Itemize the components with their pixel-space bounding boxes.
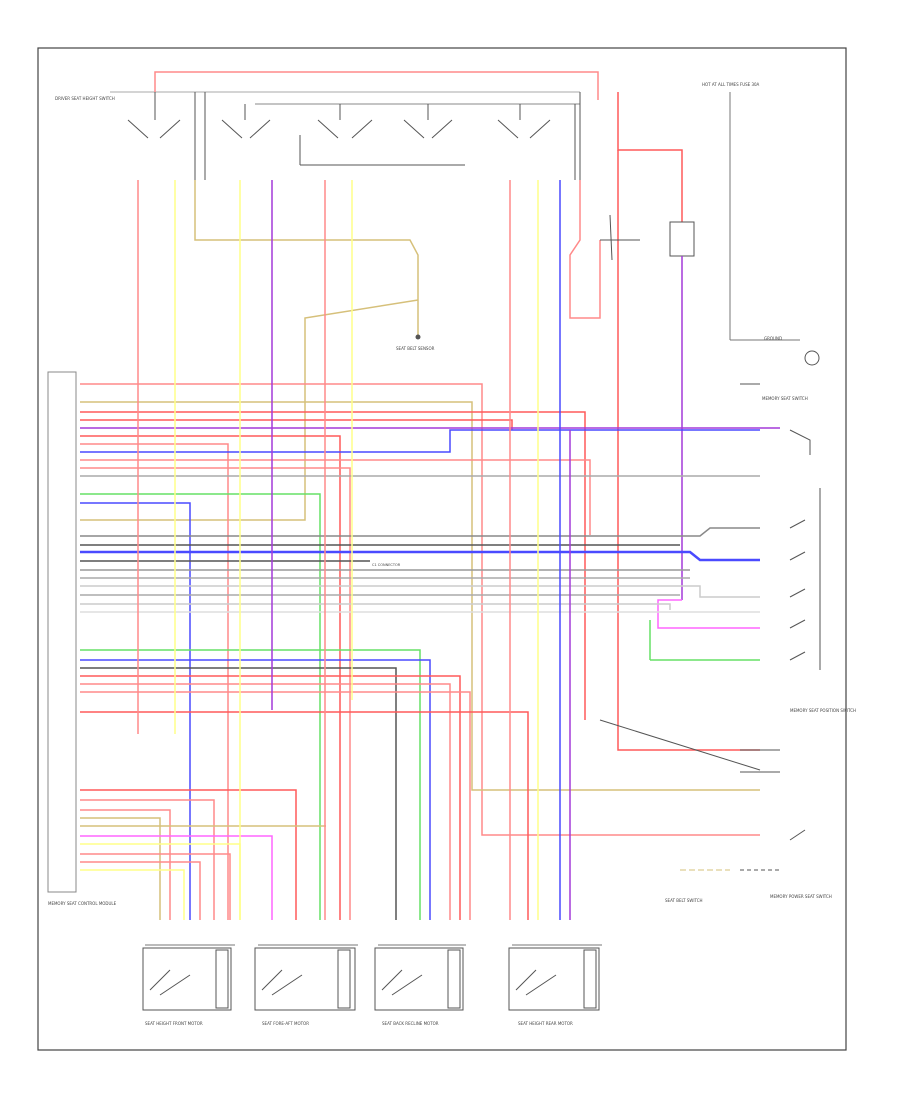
motor-recline-label: SEAT BACK RECLINE MOTOR xyxy=(382,1021,439,1026)
motor-rear-height-label: SEAT HEIGHT REAR MOTOR xyxy=(518,1021,573,1026)
motor-rear-height xyxy=(508,947,600,1011)
memory-position-switch-label: MEMORY SEAT POSITION SWITCH xyxy=(790,708,856,713)
seat-belt-sensor-label: SEAT BELT SENSOR xyxy=(396,346,435,351)
module-harness xyxy=(80,383,780,920)
motor-fore-aft-label: SEAT FORE-AFT MOTOR xyxy=(262,1021,309,1026)
top-switch-assembly xyxy=(110,91,581,180)
connector-label: C1 CONNECTOR xyxy=(372,563,401,567)
control-module-body xyxy=(47,371,77,893)
motor-front-height-label: SEAT HEIGHT FRONT MOTOR xyxy=(145,1021,203,1026)
seat-belt-switch-label: SEAT BELT SWITCH xyxy=(665,898,703,903)
top-red-feed xyxy=(154,71,599,100)
top-left-switch-label: DRIVER SEAT HEIGHT SWITCH xyxy=(55,96,115,101)
memory-power-seat-switch-label: MEMORY POWER SEAT SWITCH xyxy=(770,894,832,899)
motor-fore-aft xyxy=(254,947,356,1011)
control-module-label: MEMORY SEAT CONTROL MODULE xyxy=(48,901,117,906)
memory-seat-switch-label: MEMORY SEAT SWITCH xyxy=(762,396,808,401)
motor-recline xyxy=(374,947,464,1011)
vertical-feeds xyxy=(137,180,571,920)
ground-label: GROUND xyxy=(764,336,782,341)
top-right-fuse-label: HOT AT ALL TIMES FUSE 30A xyxy=(702,82,760,87)
power-feed-section xyxy=(569,92,820,751)
right-switch-column xyxy=(680,383,821,871)
seat-belt-sensor-wire xyxy=(80,180,421,521)
diagram-frame xyxy=(37,47,847,1051)
motor-front-height xyxy=(142,947,232,1011)
